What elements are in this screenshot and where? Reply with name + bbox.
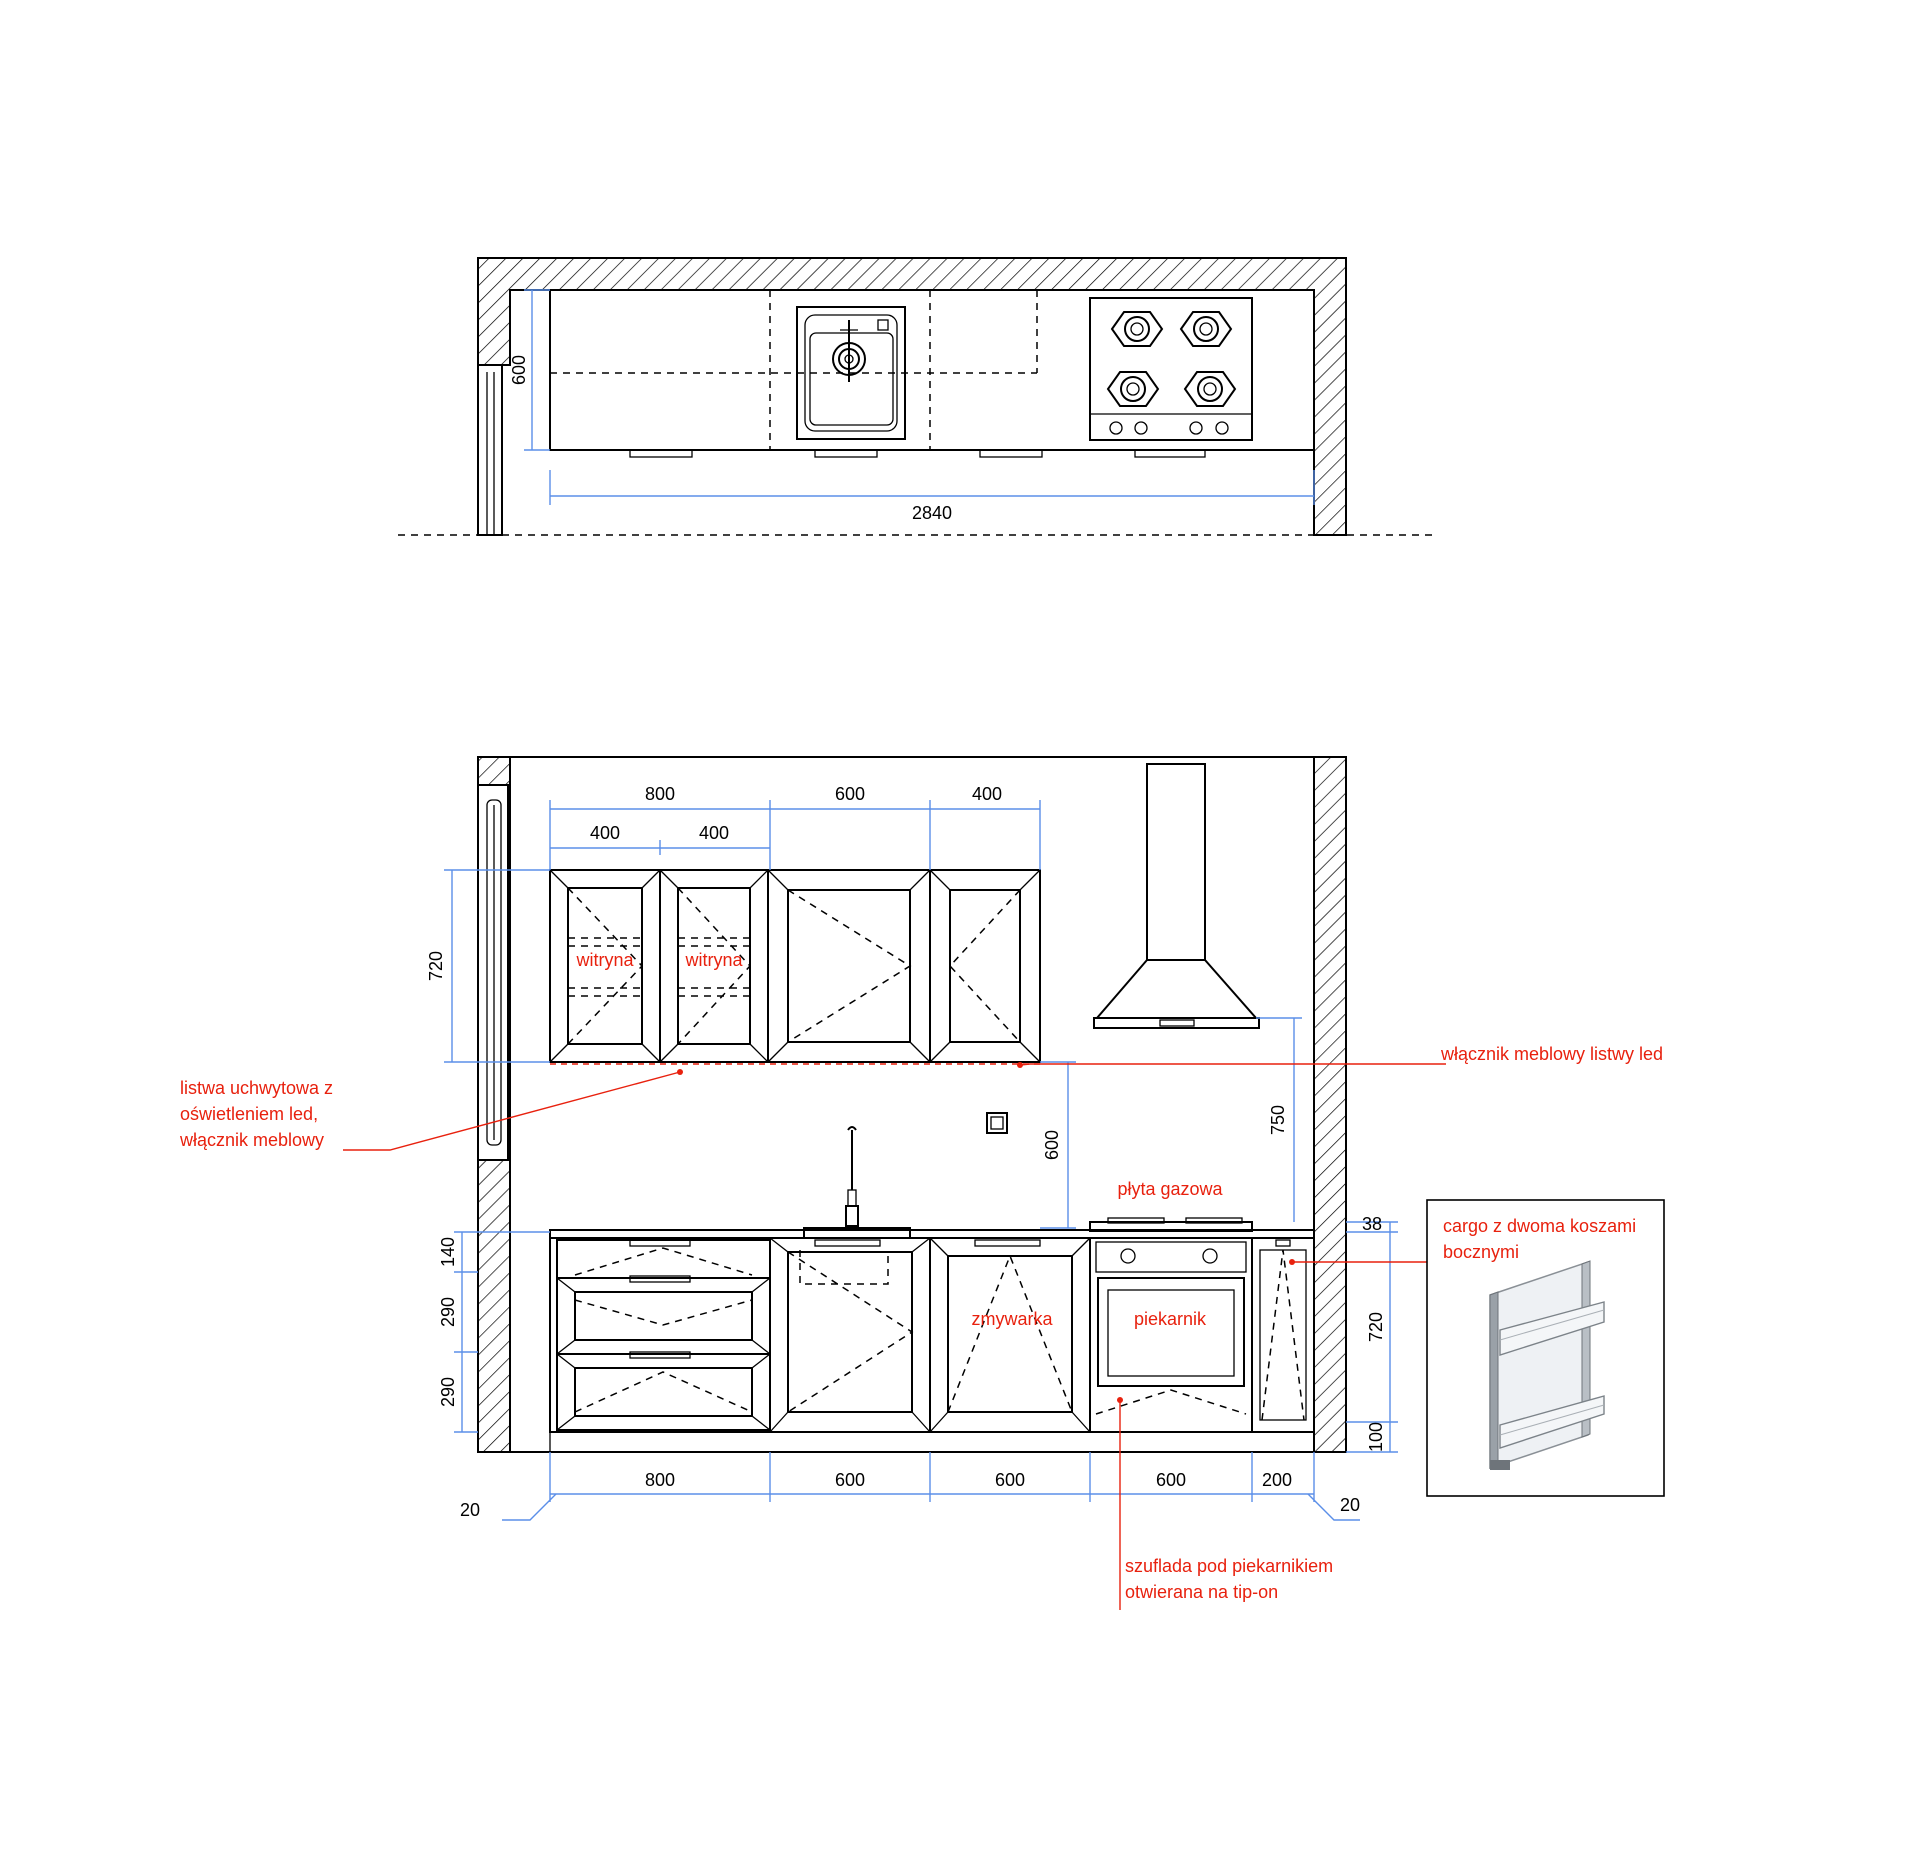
right-dimensions [1040,1017,1398,1453]
dim-100: 100 [1366,1422,1386,1452]
dim-upper-400-b: 400 [699,823,729,843]
plan-wall [477,257,1347,536]
upper-dimensions [549,800,1041,870]
dim-base-600-a: 600 [835,1470,865,1490]
dim-base-600-c: 600 [1156,1470,1186,1490]
plan-width-dim: 2840 [912,503,952,523]
dim-290-b: 290 [438,1377,458,1407]
witryna-label-2: witryna [684,950,743,970]
wlacznik-label: włącznik meblowy listwy led [1440,1044,1663,1064]
plan-countertop [549,289,1315,451]
cooker-hood [1093,763,1260,1029]
listwa-label-1: listwa uchwytowa z [180,1078,333,1098]
dim-290-a: 290 [438,1297,458,1327]
elevation-view: witryna witryna [179,756,1665,1610]
plyta-label: płyta gazowa [1117,1179,1223,1199]
dim-base-600-b: 600 [995,1470,1025,1490]
dim-upper-600: 600 [835,784,865,804]
dim-splash-600: 600 [1042,1130,1062,1160]
dim-base-200: 200 [1262,1470,1292,1490]
gas-hob [1089,1221,1253,1232]
plan-sink-icon [796,306,906,440]
wall-socket-icon [986,1112,1008,1134]
cargo-label-1: cargo z dwoma koszami [1443,1216,1636,1236]
cargo-label-2: bocznymi [1443,1242,1519,1262]
witryna-label-1: witryna [575,950,634,970]
dim-edge-right-20: 20 [1340,1495,1360,1515]
left-dimensions [444,869,550,1433]
piekarnik-label: piekarnik [1134,1309,1207,1329]
plan-depth-dim: 600 [509,355,529,385]
dim-upper-720: 720 [426,951,446,981]
listwa-label-2: oświetleniem led, [180,1104,318,1124]
listwa-label-3: włącznik meblowy [179,1130,324,1150]
door-frame [477,784,509,1161]
bottom-dimensions [502,1452,1360,1521]
sink-tap-icon [803,1126,911,1239]
dim-edge-left-20: 20 [460,1500,480,1520]
cargo-basket-icon [1489,1260,1605,1470]
dim-upper-800: 800 [645,784,675,804]
szuflada-label-2: otwierana na tip-on [1125,1582,1278,1602]
dim-hood-750: 750 [1268,1105,1288,1135]
dim-base-800: 800 [645,1470,675,1490]
base-cabinets [549,1237,1315,1453]
right-wall [1313,756,1347,1453]
plan-view: 600 2840 [398,257,1436,536]
szuflada-label-1: szuflada pod piekarnikiem [1125,1556,1333,1576]
dim-38: 38 [1362,1214,1382,1234]
dim-upper-400-right: 400 [972,784,1002,804]
cargo-inset: cargo z dwoma koszami bocznymi [1426,1199,1665,1497]
upper-cabinets [549,869,1041,1075]
plan-handles [629,449,1206,458]
dim-upper-400-a: 400 [590,823,620,843]
zmywarka-label: zmywarka [971,1309,1053,1329]
plan-door-jamb [477,364,503,536]
dim-720-base: 720 [1366,1312,1386,1342]
dim-140: 140 [438,1237,458,1267]
plan-hob-icon [1089,297,1253,441]
